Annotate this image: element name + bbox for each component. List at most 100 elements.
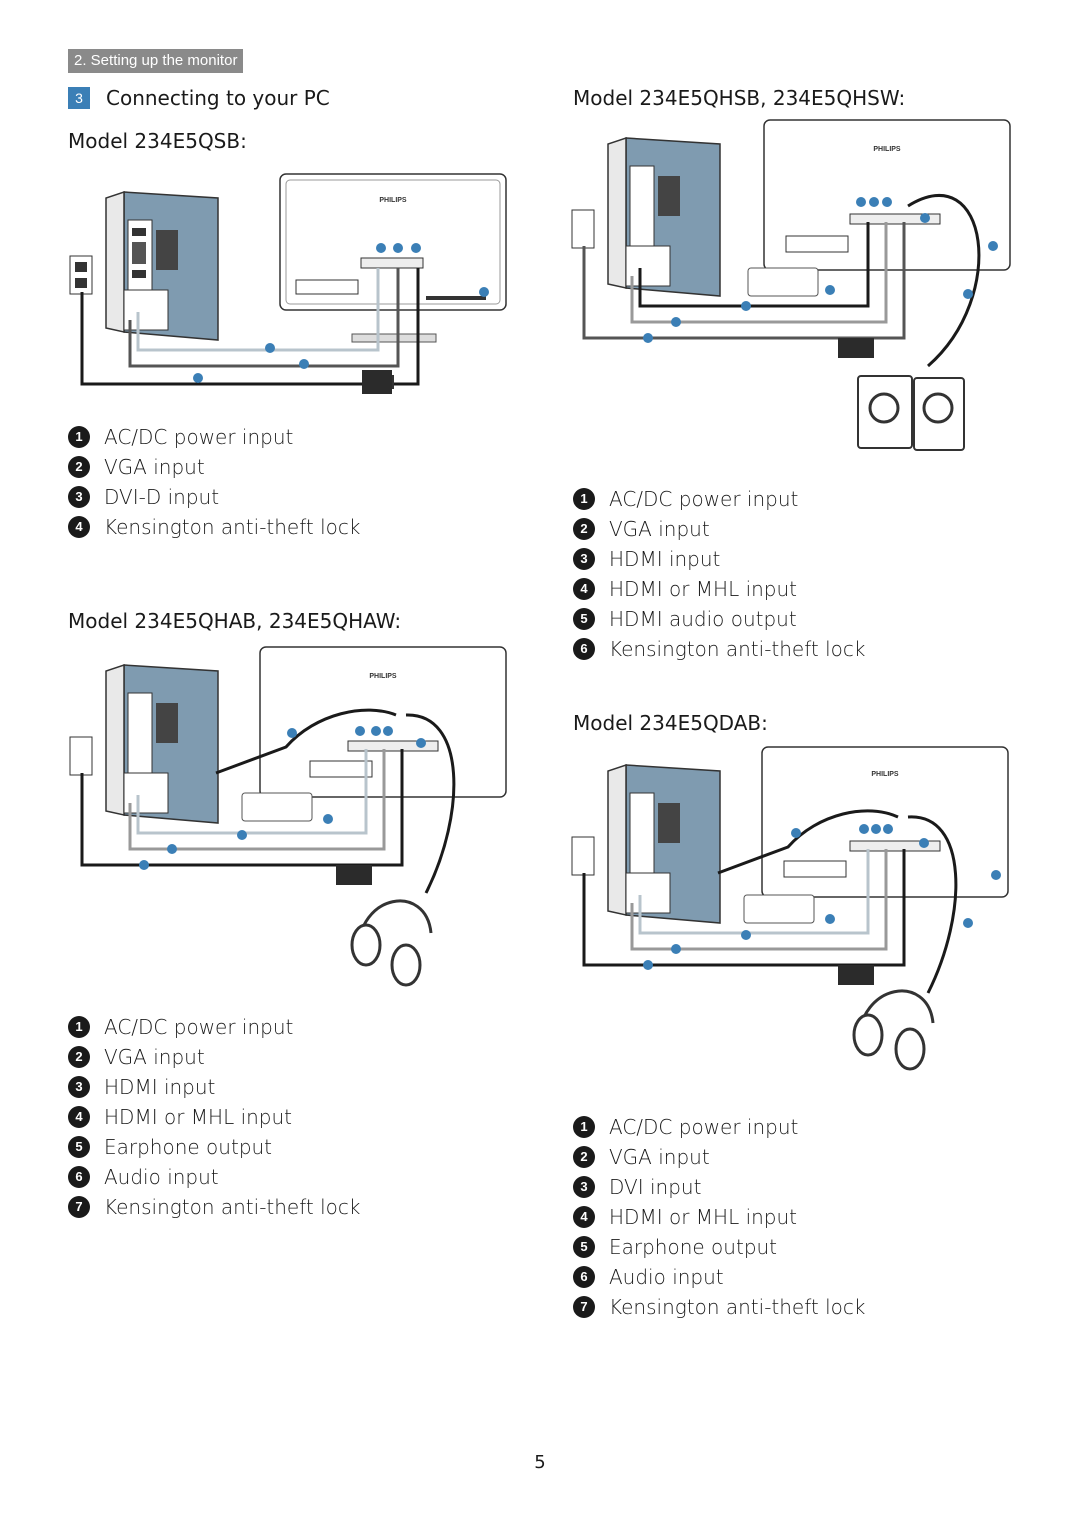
wall-outlet	[69, 736, 93, 776]
list-item: 3 HDMI input	[68, 1072, 361, 1102]
cables	[80, 708, 456, 894]
list-item: 2 VGA input	[573, 514, 866, 544]
cables	[582, 809, 958, 994]
headphones-icon	[852, 989, 935, 1071]
item-label: HDMI or MHL input	[609, 577, 798, 601]
item-label: Kensington anti-theft lock	[104, 515, 361, 539]
philips-logo: PHILIPS	[873, 146, 901, 153]
list-item: 3 DVI input	[573, 1172, 866, 1202]
list-item: 1 AC/DC power input	[573, 1112, 866, 1142]
wall-outlet	[69, 255, 93, 295]
step-number: 3	[68, 87, 90, 109]
step-heading: 3 Connecting to your PC	[68, 86, 330, 110]
list-item: 1 AC/DC power input	[573, 484, 866, 514]
number-badge: 3	[68, 1076, 90, 1098]
item-label: AC/DC power input	[104, 1015, 294, 1039]
number-badge: 1	[68, 1016, 90, 1038]
step-title: Connecting to your PC	[106, 86, 330, 110]
number-badge: 5	[68, 1136, 90, 1158]
item-label: Audio input	[609, 1265, 724, 1289]
power-adapter	[838, 965, 874, 985]
list-item: 2 VGA input	[68, 452, 361, 482]
connection-diagram-qsb: PHILIPS	[69, 173, 507, 394]
item-label: HDMI or MHL input	[104, 1105, 293, 1129]
item-label: AC/DC power input	[104, 425, 294, 449]
list-item: 6 Kensington anti-theft lock	[573, 634, 866, 664]
pc-tower	[607, 763, 721, 924]
item-label: Audio input	[104, 1165, 219, 1189]
cables	[80, 268, 420, 386]
list-item: 1 AC/DC power input	[68, 422, 361, 452]
list-item: 4 Kensington anti-theft lock	[68, 512, 361, 542]
item-label: Earphone output	[609, 1235, 778, 1259]
item-label: HDMI input	[104, 1075, 216, 1099]
callouts	[643, 197, 998, 343]
number-badge: 2	[573, 518, 595, 540]
callouts	[139, 726, 426, 870]
item-label: VGA input	[104, 1045, 205, 1069]
number-badge: 6	[573, 638, 595, 660]
mobile-device	[241, 792, 313, 822]
pc-tower	[607, 136, 721, 297]
number-badge: 7	[68, 1196, 90, 1218]
power-adapter	[336, 865, 372, 885]
section-tag: 2. Setting up the monitor	[68, 49, 244, 73]
number-badge: 5	[573, 608, 595, 630]
number-badge: 2	[68, 456, 90, 478]
item-label: AC/DC power input	[609, 1115, 799, 1139]
list-item: 5 Earphone output	[68, 1132, 361, 1162]
monitor-back: PHILIPS	[279, 173, 507, 343]
number-badge: 3	[68, 486, 90, 508]
item-label: Kensington anti-theft lock	[609, 1295, 866, 1319]
number-badge: 4	[68, 1106, 90, 1128]
number-badge: 6	[68, 1166, 90, 1188]
number-badge: 2	[68, 1046, 90, 1068]
legend-list-qhab: 1 AC/DC power input 2 VGA input 3 HDMI inpu…	[68, 1012, 361, 1222]
item-label: Kensington anti-theft lock	[104, 1195, 361, 1219]
connection-diagram-qhab: PHILIPS	[69, 646, 507, 987]
philips-logo: PHILIPS	[871, 771, 899, 778]
number-badge: 1	[68, 426, 90, 448]
speakers-icon	[857, 375, 965, 451]
model-title-qhsb: Model 234E5QHSB, 234E5QHSW:	[573, 86, 906, 110]
item-label: Earphone output	[104, 1135, 273, 1159]
item-label: VGA input	[609, 1145, 710, 1169]
item-label: DVI input	[609, 1175, 702, 1199]
item-label: Kensington anti-theft lock	[609, 637, 866, 661]
mobile-device	[743, 894, 815, 924]
list-item: 7 Kensington anti-theft lock	[68, 1192, 361, 1222]
list-item: 6 Audio input	[68, 1162, 361, 1192]
number-badge: 1	[573, 1116, 595, 1138]
list-item: 5 Earphone output	[573, 1232, 866, 1262]
item-label: HDMI or MHL input	[609, 1205, 798, 1229]
legend-list-qdab: 1 AC/DC power input 2 VGA input 3 DVI input…	[573, 1112, 866, 1322]
item-label: VGA input	[609, 517, 710, 541]
pc-tower	[105, 190, 219, 341]
item-label: VGA input	[104, 455, 205, 479]
connection-diagram-qdab: PHILIPS	[571, 746, 1009, 1071]
number-badge: 2	[573, 1146, 595, 1168]
philips-logo: PHILIPS	[379, 197, 407, 204]
number-badge: 1	[573, 488, 595, 510]
number-badge: 4	[68, 516, 90, 538]
power-adapter	[838, 338, 874, 358]
number-badge: 3	[573, 1176, 595, 1198]
number-badge: 6	[573, 1266, 595, 1288]
wall-outlet	[571, 836, 595, 876]
number-badge: 5	[573, 1236, 595, 1258]
list-item: 2 VGA input	[573, 1142, 866, 1172]
monitor-back: PHILIPS	[241, 646, 507, 822]
list-item: 1 AC/DC power input	[68, 1012, 361, 1042]
item-label: AC/DC power input	[609, 487, 799, 511]
wall-outlet	[571, 209, 595, 249]
model-title-qhab: Model 234E5QHAB, 234E5QHAW:	[68, 609, 402, 633]
item-label: HDMI input	[609, 547, 721, 571]
pc-tower	[105, 663, 219, 824]
model-title-qsb: Model 234E5QSB:	[68, 129, 247, 153]
monitor-back: PHILIPS	[743, 746, 1009, 924]
page-number: 5	[534, 1452, 546, 1473]
number-badge: 4	[573, 1206, 595, 1228]
